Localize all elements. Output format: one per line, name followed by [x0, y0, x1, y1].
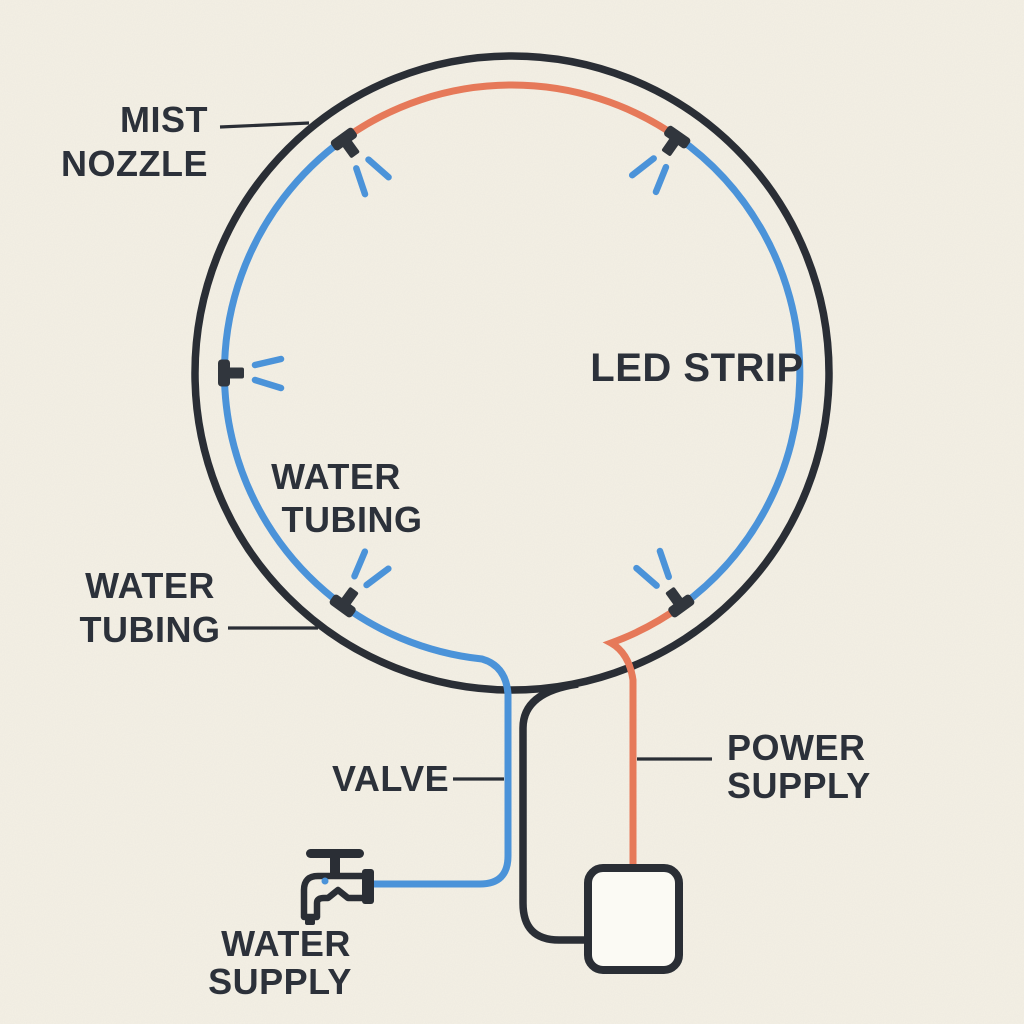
nozzle-tip	[662, 137, 680, 156]
nozzle-body	[330, 127, 357, 151]
mist-spray-icon	[251, 376, 285, 392]
led-strip-arc	[341, 81, 680, 142]
label-valve: VALVE	[332, 758, 449, 799]
mist-spray-icon	[628, 155, 657, 179]
faucet-flange	[362, 869, 374, 904]
mist-spray-icon	[353, 165, 369, 198]
mist-nozzle-icon	[633, 547, 695, 618]
mist-spray-icon	[633, 564, 660, 589]
label-water-tubing-left-line2: TUBING	[80, 609, 221, 650]
label-mist-nozzle-line2: NOZZLE	[61, 143, 208, 184]
water-faucet-icon	[300, 849, 374, 925]
label-mist-nozzle-line1: MIST	[120, 99, 208, 140]
faucet-drip	[321, 877, 329, 885]
mist-spray-icon	[656, 547, 672, 581]
mist-nozzle-icon	[330, 127, 392, 198]
mist-nozzle-icon	[218, 355, 285, 392]
nozzle-tip	[341, 139, 360, 158]
water-tubing-path	[220, 136, 512, 888]
leader-mist-nozzle	[219, 121, 310, 129]
faucet-stem	[330, 852, 340, 879]
faucet-spout-tip	[305, 917, 315, 925]
mist-spray-icon	[365, 156, 392, 181]
nozzle-body	[218, 359, 230, 387]
label-water-supply-line1: WATER	[221, 923, 351, 964]
nozzle-body	[664, 125, 691, 149]
label-power-supply-line2: SUPPLY	[727, 765, 871, 806]
mist-nozzle-icon	[628, 125, 691, 196]
label-power-supply-line1: POWER	[727, 727, 866, 768]
nozzle-tip	[665, 587, 684, 607]
label-water-tubing-inner-line2: TUBING	[282, 499, 423, 540]
mist-spray-icon	[363, 565, 392, 589]
label-water-supply-line2: SUPPLY	[208, 961, 352, 1002]
power-supply-box	[584, 864, 683, 974]
mist-spray-icon	[652, 163, 670, 196]
nozzle-tip	[340, 587, 359, 607]
faucet-body	[300, 872, 368, 921]
ring-to-power-wire	[519, 680, 591, 944]
ring-outline	[191, 52, 833, 694]
water-tubing-right-path	[674, 134, 804, 609]
nozzle-body	[668, 594, 695, 618]
mist-spray-icon	[351, 548, 369, 580]
label-water-tubing-inner-line1: WATER	[271, 456, 401, 497]
led-power-wire	[602, 603, 684, 869]
label-water-tubing-left-line1: WATER	[85, 565, 215, 606]
nozzle-body	[329, 594, 356, 618]
nozzle-tip	[227, 367, 244, 379]
mist-nozzle-icon	[329, 548, 392, 618]
mist-spray-icon	[251, 355, 285, 369]
label-led-strip: LED STRIP	[590, 346, 803, 390]
